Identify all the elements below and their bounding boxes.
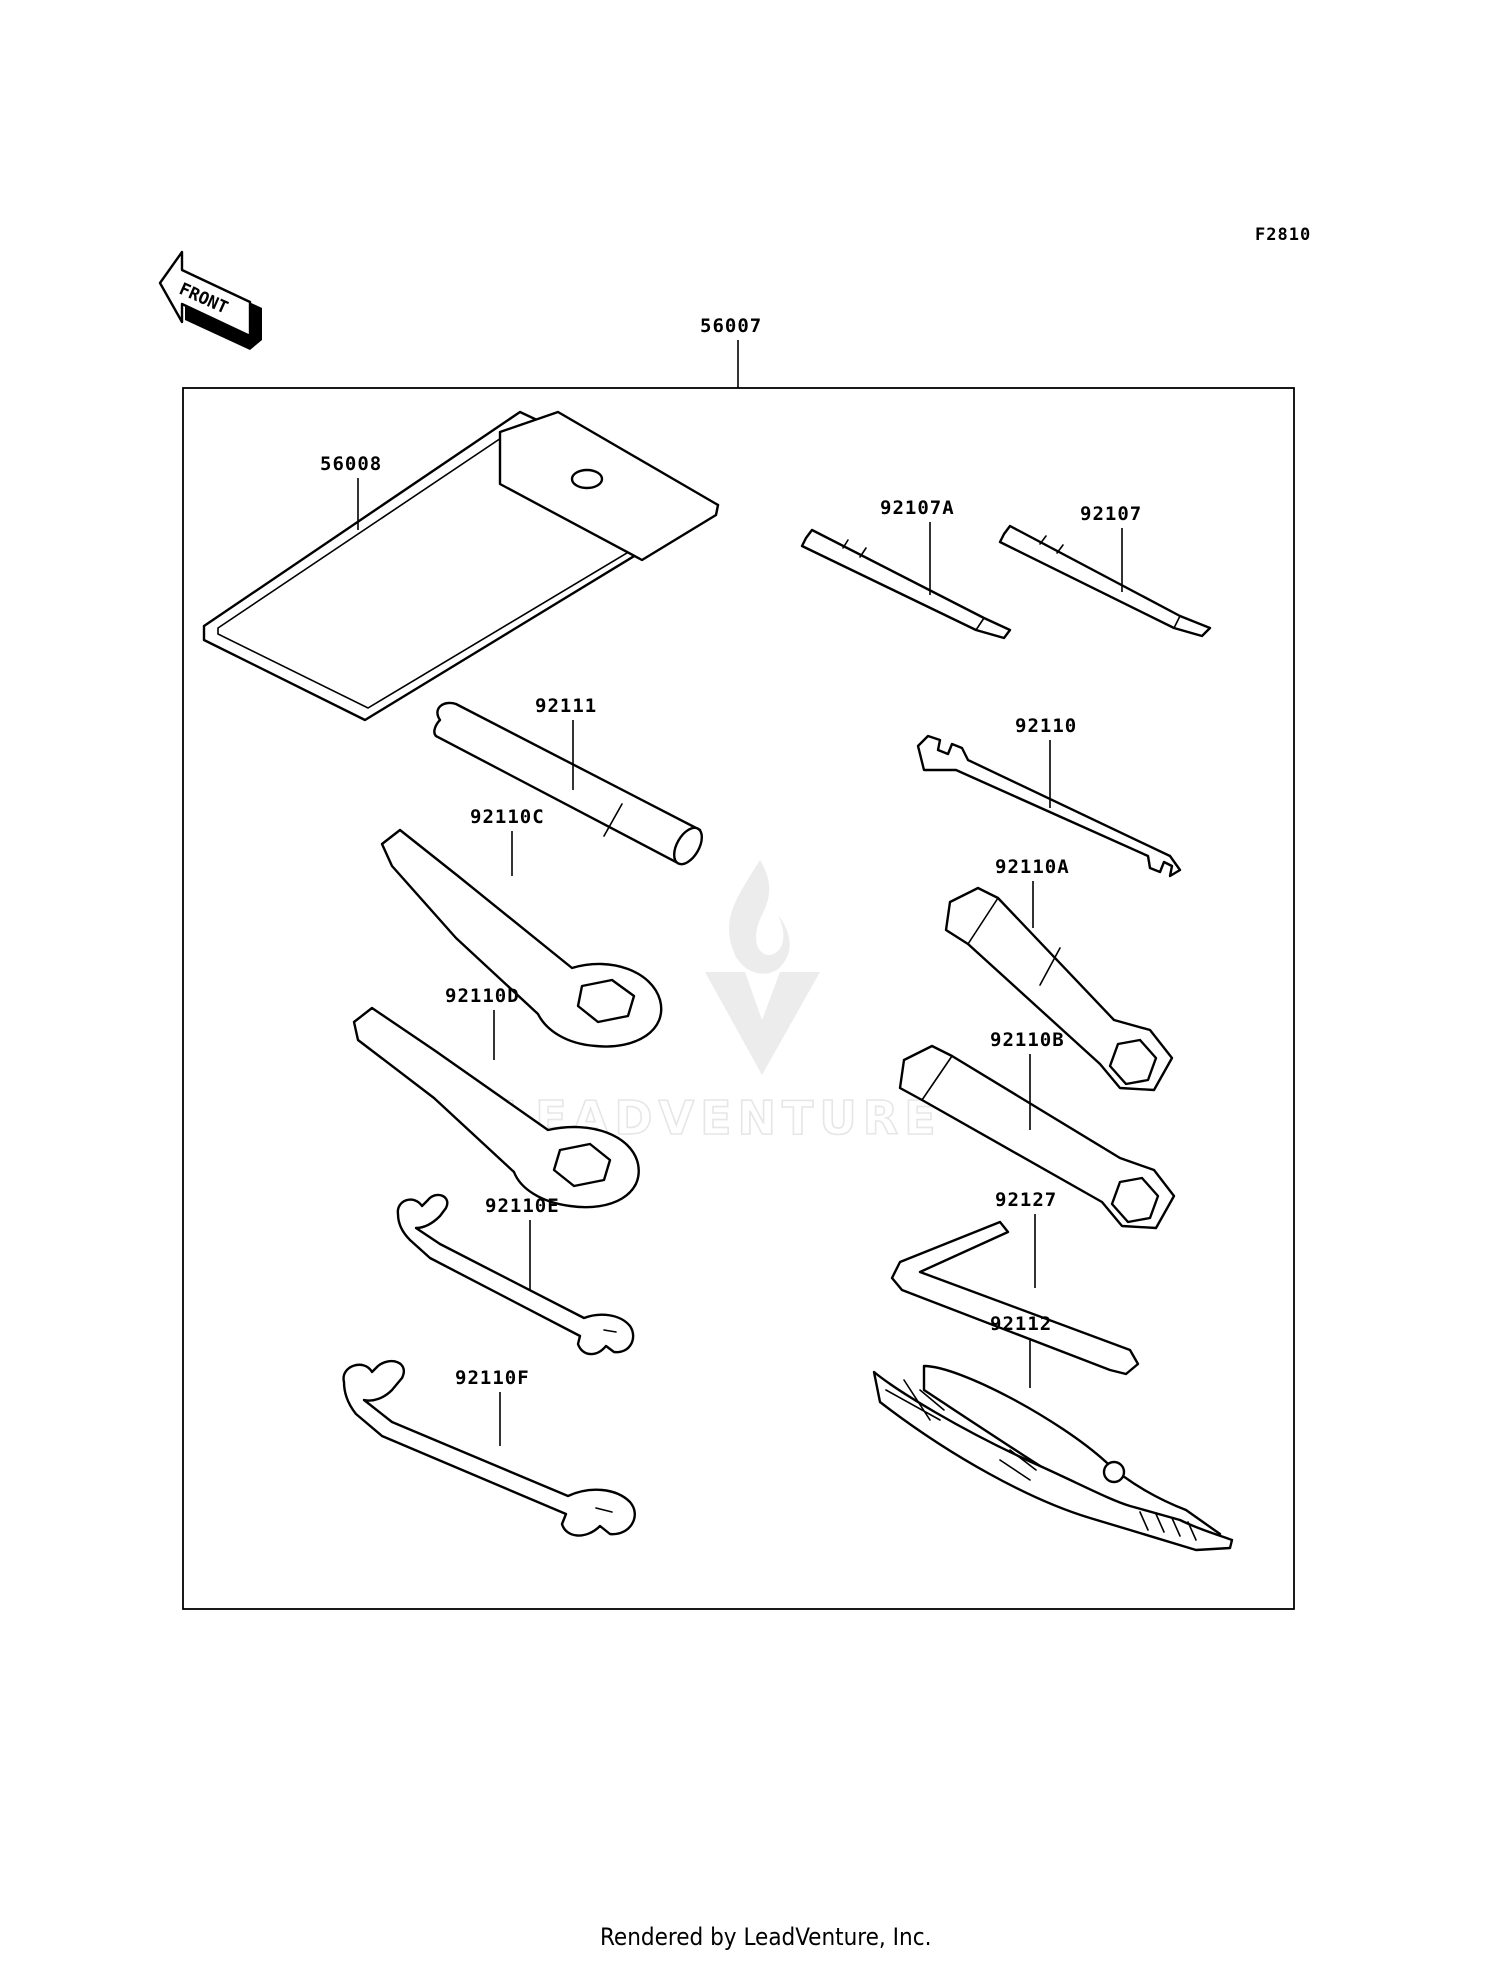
screwdriver-bit-92107[interactable] xyxy=(998,524,1212,638)
render-credit: Rendered by LeadVenture, Inc. xyxy=(600,1923,931,1951)
label-92127[interactable]: 92127 xyxy=(995,1189,1057,1211)
label-92110b[interactable]: 92110B xyxy=(990,1029,1065,1051)
kit-frame xyxy=(182,387,1295,1610)
open-wrench-92110f[interactable] xyxy=(342,1359,636,1537)
label-92107a[interactable]: 92107A xyxy=(880,497,955,519)
open-wrench-92110e[interactable] xyxy=(396,1193,635,1356)
box-wrench-92110b[interactable] xyxy=(898,1044,1176,1230)
spanner-bar-92110[interactable] xyxy=(916,734,1182,878)
label-92110d[interactable]: 92110D xyxy=(445,985,520,1007)
ring-wrench-92110c[interactable] xyxy=(380,828,663,1048)
label-92110c[interactable]: 92110C xyxy=(470,806,545,828)
pliers-92112[interactable] xyxy=(872,1364,1234,1552)
label-92107[interactable]: 92107 xyxy=(1080,503,1142,525)
label-92112[interactable]: 92112 xyxy=(990,1313,1052,1335)
tool-pouch-56008[interactable] xyxy=(202,410,720,722)
screwdriver-bit-92107a[interactable] xyxy=(800,528,1012,640)
hex-key-92127[interactable] xyxy=(890,1220,1140,1376)
label-92110[interactable]: 92110 xyxy=(1015,715,1077,737)
label-92111[interactable]: 92111 xyxy=(535,695,597,717)
diagram-code: F2810 xyxy=(1255,225,1311,245)
handle-bar-92111[interactable] xyxy=(433,701,707,869)
label-92110e[interactable]: 92110E xyxy=(485,1195,560,1217)
label-92110f[interactable]: 92110F xyxy=(455,1367,530,1389)
label-92110a[interactable]: 92110A xyxy=(995,856,1070,878)
label-56007[interactable]: 56007 xyxy=(700,315,762,337)
ring-wrench-92110d[interactable] xyxy=(352,1006,640,1209)
label-56008[interactable]: 56008 xyxy=(320,453,382,475)
box-wrench-92110a[interactable] xyxy=(944,886,1174,1092)
front-arrow-icon: FRONT xyxy=(158,250,262,350)
